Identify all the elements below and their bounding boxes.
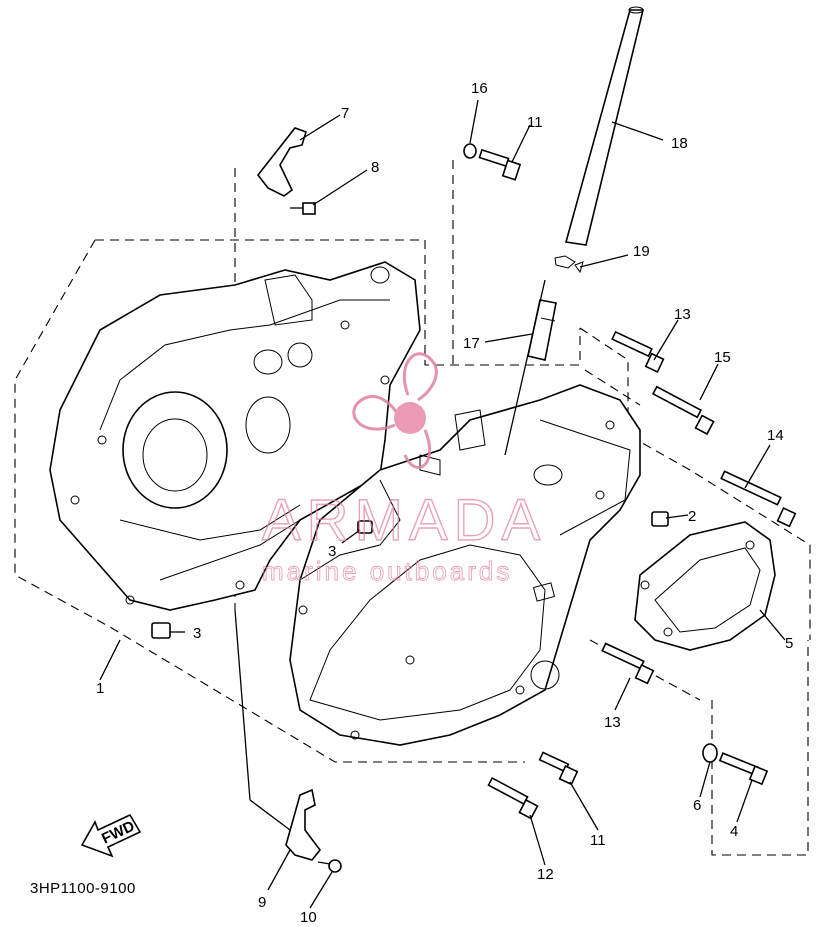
- breather-hose: [504, 6, 645, 456]
- left-crankcase-half: [49, 261, 421, 611]
- callout-3: 3: [193, 625, 201, 642]
- callout-12: 12: [537, 866, 554, 883]
- callout-4: 4: [730, 823, 738, 840]
- callout-19: 19: [633, 243, 650, 260]
- callout-18: 18: [671, 135, 688, 152]
- watermark-logo-icon: [352, 352, 438, 469]
- callout-15: 15: [714, 349, 731, 366]
- right-crankcase-half: [289, 384, 641, 746]
- callout-1: 1: [96, 680, 104, 697]
- callout-10: 10: [300, 909, 317, 926]
- callout-13: 13: [604, 714, 621, 731]
- fwd-arrow-icon: FWD: [80, 813, 142, 858]
- callout-11: 11: [590, 832, 606, 849]
- watermark: ARMADA marine outboards: [261, 352, 546, 586]
- callouts: 1 2 3 3 4 5 6 7 8 9 10 11 11 12 13 13 14…: [96, 80, 793, 926]
- callout-6: 6: [693, 797, 701, 814]
- callout-17: 17: [463, 335, 480, 352]
- callout-7: 7: [341, 105, 349, 122]
- watermark-tagline: marine outboards: [262, 556, 512, 586]
- callout-14: 14: [767, 427, 784, 444]
- fasteners: [151, 127, 797, 873]
- callout-11: 11: [527, 114, 543, 131]
- callout-8: 8: [371, 159, 379, 176]
- leader-lines: [99, 99, 786, 909]
- callout-16: 16: [471, 80, 488, 97]
- part-code: 3HP1100-9100: [30, 880, 136, 897]
- callout-3: 3: [328, 543, 336, 560]
- callout-9: 9: [258, 894, 266, 911]
- callout-5: 5: [785, 635, 793, 652]
- crankcase-cover: [634, 521, 776, 651]
- callout-2: 2: [688, 508, 696, 525]
- watermark-brand: ARMADA: [262, 488, 546, 553]
- callout-13: 13: [674, 306, 691, 323]
